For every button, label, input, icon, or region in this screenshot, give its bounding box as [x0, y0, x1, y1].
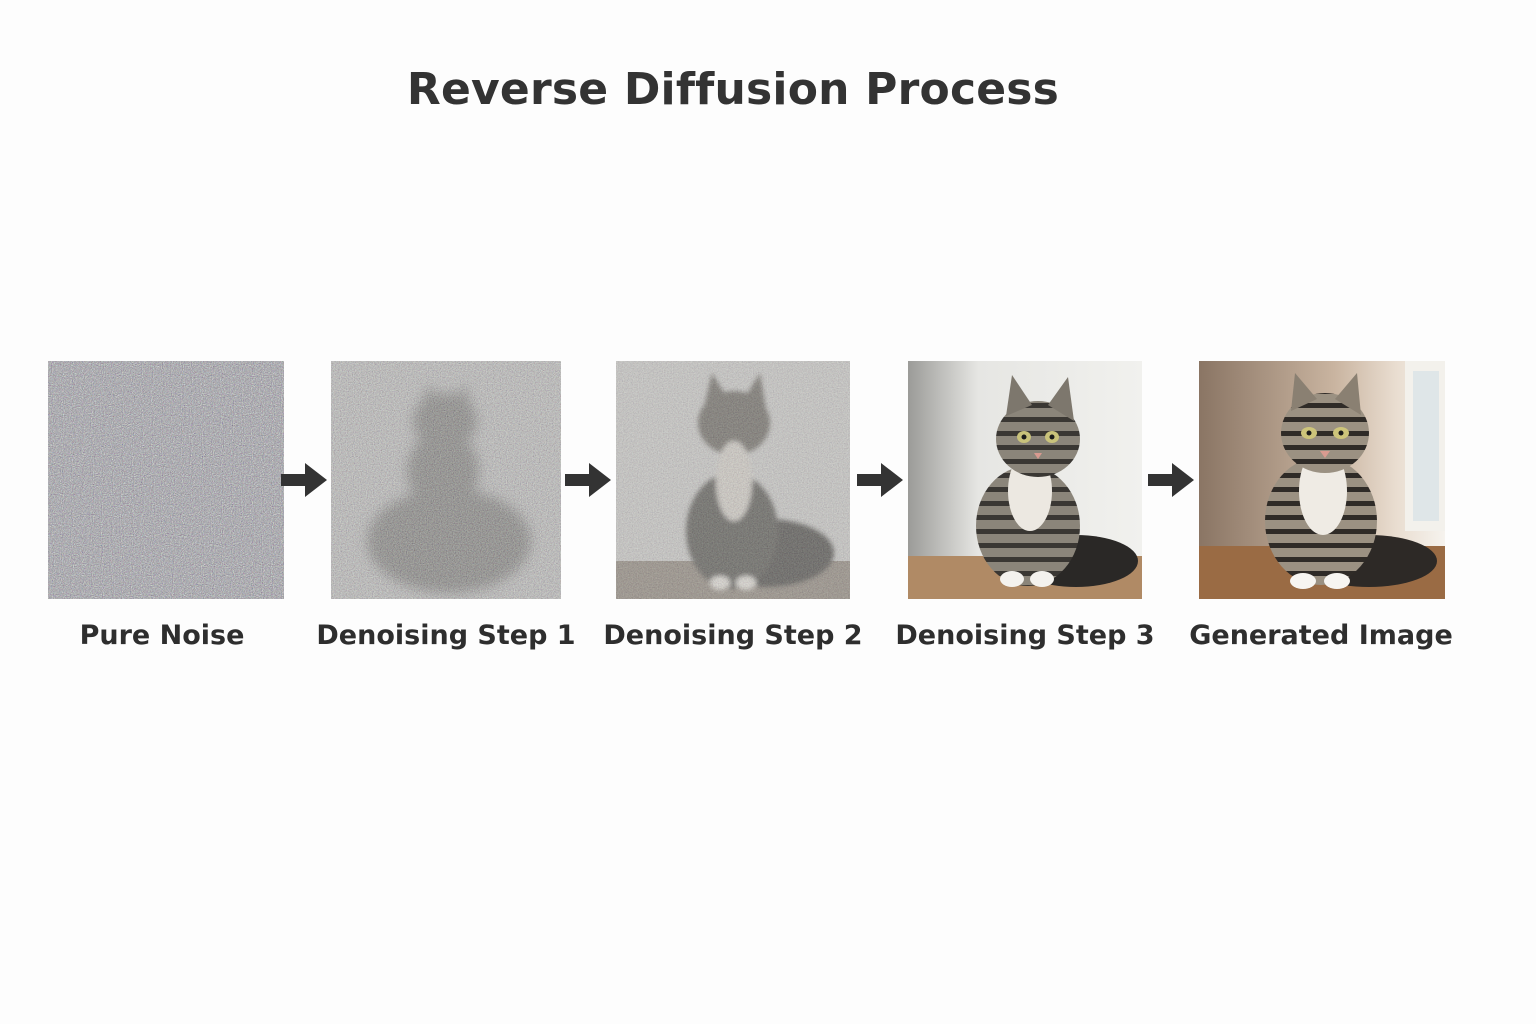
partially-denoised-cat-image — [616, 361, 850, 599]
diagram-title: Reverse Diffusion Process — [0, 64, 1466, 115]
stage-label-denoising-step-1: Denoising Step 1 — [301, 620, 591, 651]
noisy-cat-image — [331, 361, 561, 599]
tabby-cat-image — [1199, 361, 1445, 599]
stage-label-denoising-step-3: Denoising Step 3 — [880, 620, 1170, 651]
noise-image — [48, 361, 284, 599]
mostly-denoised-cat-image — [908, 361, 1142, 599]
arrow-right-icon — [565, 463, 611, 497]
stage-label-pure-noise: Pure Noise — [17, 620, 307, 651]
arrow-right-icon — [1148, 463, 1194, 497]
arrow-right-icon — [857, 463, 903, 497]
stage-label-generated-image: Generated Image — [1176, 620, 1466, 651]
stage-label-denoising-step-2: Denoising Step 2 — [588, 620, 878, 651]
arrow-right-icon — [281, 463, 327, 497]
